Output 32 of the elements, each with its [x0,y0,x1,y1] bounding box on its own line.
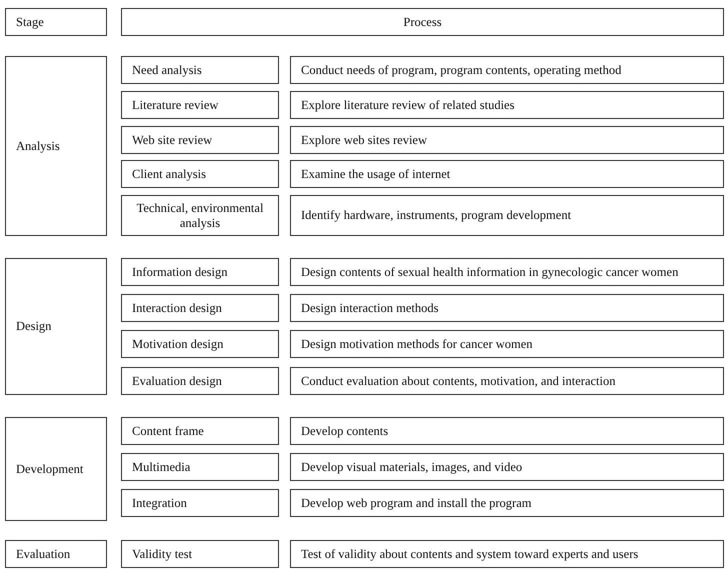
stage-box: Development [5,417,107,521]
process-box: Develop contents [290,417,724,445]
process-box: Design contents of sexual health information in gynecologic cancer women [290,258,724,286]
process-box: Conduct evaluation about contents, motivation, and interaction [290,367,724,395]
process-box: Conduct needs of program, program contents, operating method [290,56,724,84]
process-box: Test of validity about contents and system toward experts and users [290,540,724,568]
process-box: Develop web program and install the program [290,489,724,517]
stage-box: Design [5,258,107,395]
step-box: Content frame [121,417,279,445]
step-box: Multimedia [121,453,279,481]
header-box: Process [121,8,724,36]
process-box: Design motivation methods for cancer women [290,330,724,358]
step-box: Evaluation design [121,367,279,395]
process-box: Explore web sites review [290,126,724,154]
step-box: Literature review [121,91,279,119]
step-box: Client analysis [121,160,279,188]
stage-box: Analysis [5,56,107,236]
process-box: Examine the usage of internet [290,160,724,188]
step-box: Integration [121,489,279,517]
step-box: Interaction design [121,294,279,322]
step-box: Information design [121,258,279,286]
step-box: Technical, environmental analysis [121,195,279,236]
process-box: Identify hardware, instruments, program development [290,195,724,236]
step-box: Motivation design [121,330,279,358]
stage-box: Evaluation [5,540,107,568]
step-box: Need analysis [121,56,279,84]
step-box: Web site review [121,126,279,154]
process-box: Develop visual materials, images, and video [290,453,724,481]
process-box: Explore literature review of related studies [290,91,724,119]
step-box: Validity test [121,540,279,568]
process-box: Design interaction methods [290,294,724,322]
header-box: Stage [5,8,107,36]
